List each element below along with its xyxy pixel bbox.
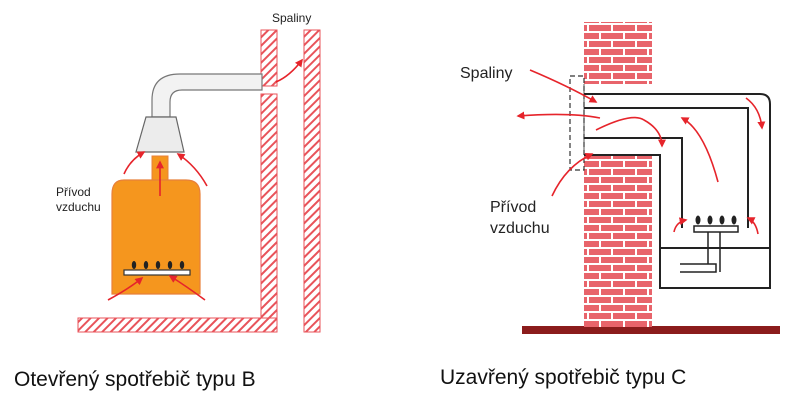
- left-wall-lower: [260, 93, 278, 333]
- left-airflow-arrows: [107, 58, 303, 301]
- right-brick-wall-lower: [584, 155, 652, 327]
- right-diagram: Spaliny Přívod vzduchu: [460, 22, 780, 334]
- right-appliance-internals: [680, 225, 739, 273]
- right-terminal: [569, 75, 585, 171]
- right-caption: Uzavřený spotřebič typu C: [440, 366, 687, 389]
- left-caption: Otevřený spotřebič typu B: [14, 368, 256, 391]
- left-floor: [77, 317, 278, 333]
- left-burner: [123, 269, 191, 276]
- left-air-label-line2: vzduchu: [56, 200, 101, 214]
- right-airflow-arrows: [516, 69, 766, 235]
- left-chimney-wall: [303, 29, 321, 333]
- left-wall-upper: [260, 29, 278, 87]
- left-draft-hood: [135, 116, 185, 153]
- left-flue-pipe: [151, 73, 263, 118]
- left-air-label-line1: Přívod: [56, 185, 91, 199]
- right-air-label-line2: vzduchu: [490, 220, 550, 237]
- left-flue-label: Spaliny: [272, 11, 311, 25]
- left-diagram: Spaliny Přívod vzduchu: [56, 11, 321, 333]
- left-flames: [131, 261, 185, 269]
- left-appliance-body: [111, 179, 201, 295]
- right-concentric-flue: [584, 93, 771, 289]
- right-air-label-line1: Přívod: [490, 199, 536, 216]
- right-floor: [522, 326, 780, 334]
- right-brick-wall-upper: [584, 22, 652, 84]
- right-flue-label: Spaliny: [460, 65, 512, 82]
- right-flames: [695, 215, 737, 225]
